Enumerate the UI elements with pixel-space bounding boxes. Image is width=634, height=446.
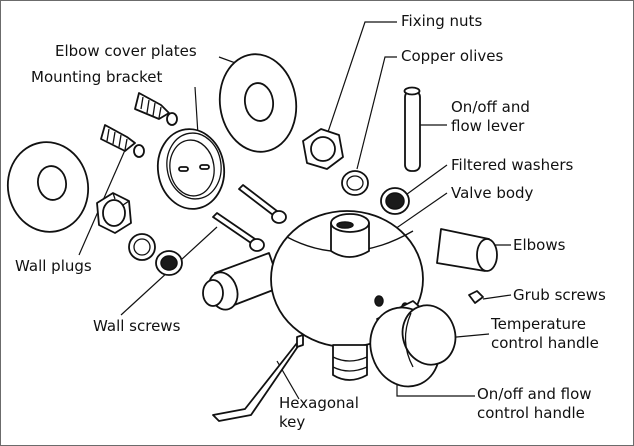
label-on-off-flow-lever-line-1: On/off and <box>451 98 530 116</box>
label-hexagonal-key-line-2: key <box>279 413 306 431</box>
leader-grub-screws <box>482 294 512 300</box>
hexagonal-key <box>212 334 304 422</box>
wall-plug-upper <box>134 92 178 126</box>
label-grub-screws: Grub screws <box>513 286 606 304</box>
leader-filtered-washers <box>402 164 448 198</box>
label-wall-plugs: Wall plugs <box>15 257 92 275</box>
wall-screw-upper <box>238 184 287 224</box>
grub-screw <box>468 290 484 304</box>
mounting-bracket <box>156 128 226 210</box>
label-on-off-flow-control-handle-line-2: control handle <box>477 404 585 422</box>
label-on-off-flow-control-handle: On/off and flow control handle <box>477 385 592 423</box>
label-on-off-flow-lever: On/off and flow lever <box>451 98 530 136</box>
leader-fixing-nuts <box>326 21 397 136</box>
label-temperature-control-handle-line-1: Temperature <box>491 315 587 333</box>
on-off-flow-lever <box>403 86 421 172</box>
label-valve-body: Valve body <box>451 184 534 202</box>
label-hexagonal-key: Hexagonal key <box>279 394 359 432</box>
label-hexagonal-key-line-1: Hexagonal <box>279 394 359 412</box>
filtered-washer-left <box>155 250 183 276</box>
label-on-off-flow-lever-line-2: flow lever <box>451 117 525 135</box>
label-on-off-flow-control-handle-line-1: On/off and flow <box>477 385 592 403</box>
label-elbow-cover-plates: Elbow cover plates <box>55 42 197 60</box>
label-copper-olives: Copper olives <box>401 47 504 65</box>
leader-copper-olives <box>356 56 397 170</box>
copper-olive-top <box>341 170 369 196</box>
label-temperature-control-handle-line-2: control handle <box>491 334 599 352</box>
temperature-control-handle <box>369 300 457 388</box>
fixing-nut-top <box>302 128 344 170</box>
elbow-cover-plate-top <box>218 53 298 153</box>
label-filtered-washers: Filtered washers <box>451 156 574 174</box>
label-fixing-nuts: Fixing nuts <box>401 12 483 30</box>
label-wall-screws: Wall screws <box>93 317 181 335</box>
label-temperature-control-handle: Temperature control handle <box>491 315 599 353</box>
copper-olive-left <box>128 233 156 261</box>
wall-plug-lower <box>100 124 145 158</box>
fixing-nut-left <box>96 192 132 234</box>
label-mounting-bracket: Mounting bracket <box>31 68 163 86</box>
filtered-washer-right <box>380 187 410 215</box>
label-elbows: Elbows <box>513 236 566 254</box>
leader-on-off-handle <box>396 381 475 397</box>
wall-screw-lower <box>212 212 265 252</box>
elbow-cover-plate-left <box>6 141 90 233</box>
